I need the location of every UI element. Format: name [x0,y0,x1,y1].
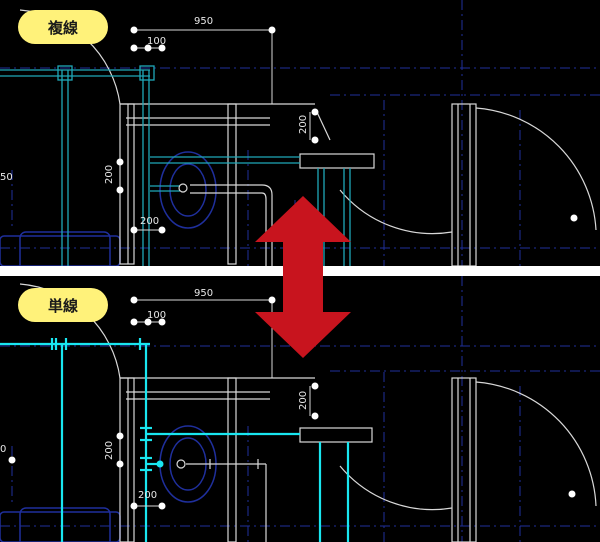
dim-100: 100 [147,310,166,321]
double-vertical-arrow-icon [255,196,351,358]
dim-200-vertical: 200 [298,115,309,134]
dim-200-vertical-left: 200 [104,441,115,460]
dim-edge: 0 [0,444,6,455]
dim-200-vertical-left: 200 [104,165,115,184]
single-line-label: 単線 [18,288,108,322]
dim-950: 950 [194,288,213,299]
dim-200-vertical: 200 [298,391,309,410]
dim-950: 950 [194,16,213,27]
dim-100: 100 [147,36,166,47]
dim-200-horizontal: 200 [138,490,157,501]
dim-200-horizontal: 200 [140,216,159,227]
dim-edge: 50 [0,172,13,183]
single-line-drawing: 950 100 200 200 200 0 [0,276,600,542]
double-line-label: 複線 [18,10,108,44]
